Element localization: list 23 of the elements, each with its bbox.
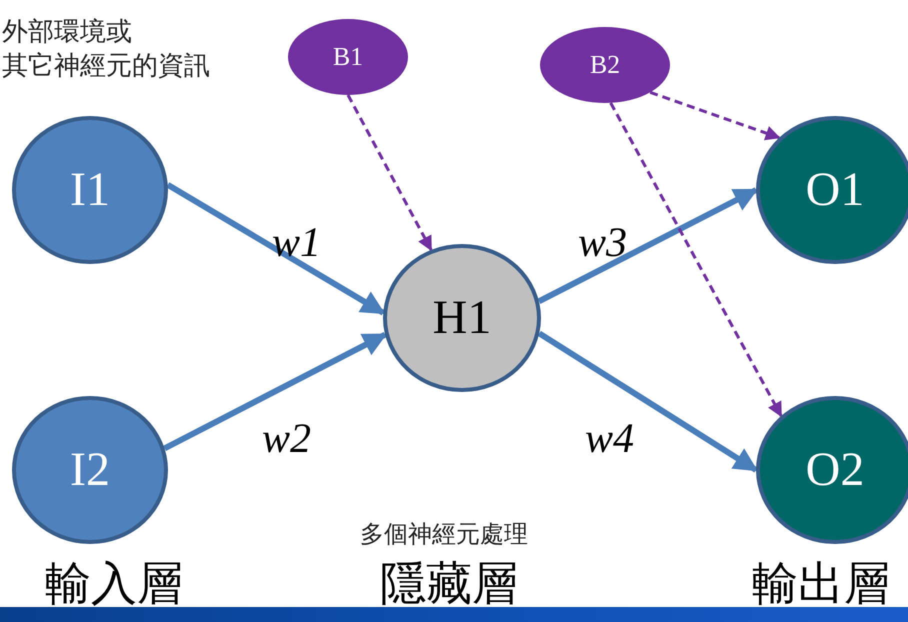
node-label: O1: [806, 166, 864, 214]
layer-label: 輸入層: [45, 560, 183, 606]
node-label: H1: [432, 294, 492, 342]
node-label: O2: [806, 446, 864, 494]
edge-label: w1: [272, 222, 322, 264]
arrow: [538, 330, 758, 473]
arrow: [163, 332, 388, 452]
arrow: [346, 94, 432, 252]
arrow: [609, 102, 782, 418]
node-label: B2: [590, 52, 620, 78]
annotation-text: 多個神經元處理: [360, 522, 528, 546]
node-label: B1: [332, 44, 364, 70]
annotation-text: 外部環境或其它神經元的資訊: [2, 16, 211, 83]
edge-label: w2: [262, 418, 312, 460]
node-label: I1: [70, 166, 110, 214]
arrow: [538, 187, 758, 304]
node-label: I2: [70, 446, 110, 494]
layer-label: 輸出層: [752, 560, 890, 606]
arrow: [650, 90, 781, 140]
layer-label: 隱藏層: [380, 560, 518, 606]
edge-label: w3: [578, 222, 628, 264]
arrow: [166, 182, 386, 316]
edge-label: w4: [585, 418, 634, 460]
